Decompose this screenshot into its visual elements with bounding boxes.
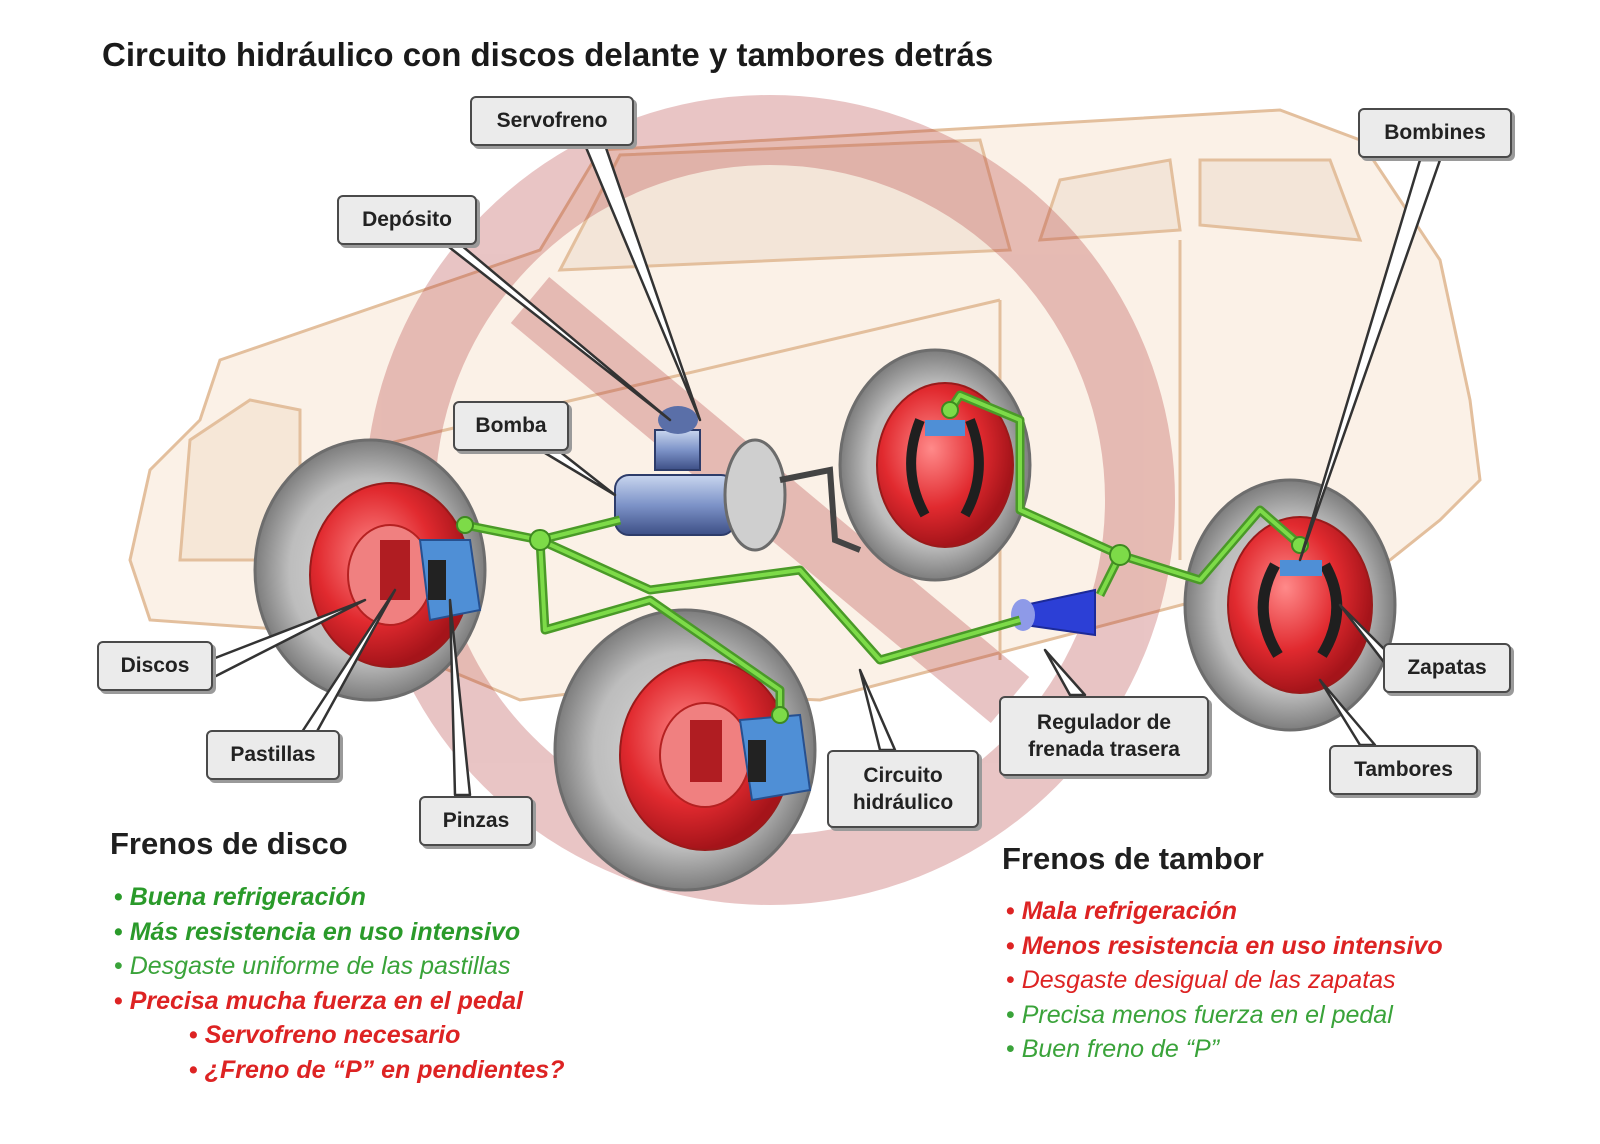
front-left-wheel (253, 438, 487, 702)
label-pinzas-text: Pinzas (442, 809, 510, 833)
label-pastillas-text: Pastillas (230, 743, 316, 767)
hydraulic-lines-highlight (464, 393, 1302, 715)
label-tambores-text: Tambores (1354, 758, 1453, 782)
drum-brakes-item: Precisa menos fuerza en el pedal (1006, 998, 1443, 1033)
label-zapatas: Zapatas (1383, 643, 1511, 693)
drum-brakes-item: Buen freno de “P” (1006, 1032, 1443, 1067)
rear-brake-regulator (1011, 588, 1096, 637)
label-discos: Discos (97, 641, 213, 691)
label-tambores: Tambores (1329, 745, 1478, 795)
drum-brakes-item: Mala refrigeración (1006, 894, 1443, 929)
label-discos-text: Discos (120, 654, 190, 678)
label-circuito-text: Circuito hidráulico (852, 763, 954, 814)
drum-brakes-list: Mala refrigeraciónMenos resistencia en u… (1006, 894, 1443, 1067)
drum-brakes-item: Desgaste desigual de las zapatas (1006, 963, 1443, 998)
disc-brakes-item: Buena refrigeración (114, 880, 564, 915)
drum-brakes-item: Menos resistencia en uso intensivo (1006, 929, 1443, 964)
disc-brakes-list: Buena refrigeraciónMás resistencia en us… (114, 880, 565, 1088)
master-cylinder (614, 406, 862, 553)
label-deposito: Depósito (337, 195, 477, 245)
label-bomba-text: Bomba (475, 414, 547, 438)
label-servofreno: Servofreno (470, 96, 634, 146)
line-junctions (456, 401, 1309, 724)
label-zapatas-text: Zapatas (1407, 656, 1487, 680)
disc-brakes-item: Más resistencia en uso intensivo (114, 915, 564, 950)
rear-right-wheel (1183, 478, 1397, 732)
diagram-title: Circuito hidráulico con discos delante y… (102, 36, 994, 73)
label-servofreno-text: Servofreno (496, 109, 608, 133)
label-pastillas: Pastillas (206, 730, 340, 780)
disc-brakes-item: Desgaste uniforme de las pastillas (114, 949, 564, 984)
label-pinzas: Pinzas (419, 796, 533, 846)
label-regulador-text: Regulador de frenada trasera (1028, 710, 1180, 761)
label-circuito-hidraulico: Circuito hidráulico (827, 750, 979, 828)
disc-brakes-heading: Frenos de disco (110, 826, 348, 861)
label-bombines-text: Bombines (1384, 121, 1486, 145)
label-bomba: Bomba (453, 401, 569, 451)
disc-brakes-item: Precisa mucha fuerza en el pedal (114, 984, 564, 1019)
label-bombines: Bombines (1358, 108, 1512, 158)
label-deposito-text: Depósito (362, 208, 452, 232)
label-regulador: Regulador de frenada trasera (999, 696, 1209, 776)
disc-brakes-item: ¿Freno de “P” en pendientes? (114, 1053, 565, 1088)
drum-brakes-heading: Frenos de tambor (1002, 841, 1264, 876)
callout-leader-lines (208, 143, 1442, 797)
disc-brakes-item: Servofreno necesario (114, 1018, 564, 1053)
rear-left-wheel (838, 348, 1032, 582)
front-right-wheel (553, 608, 817, 892)
